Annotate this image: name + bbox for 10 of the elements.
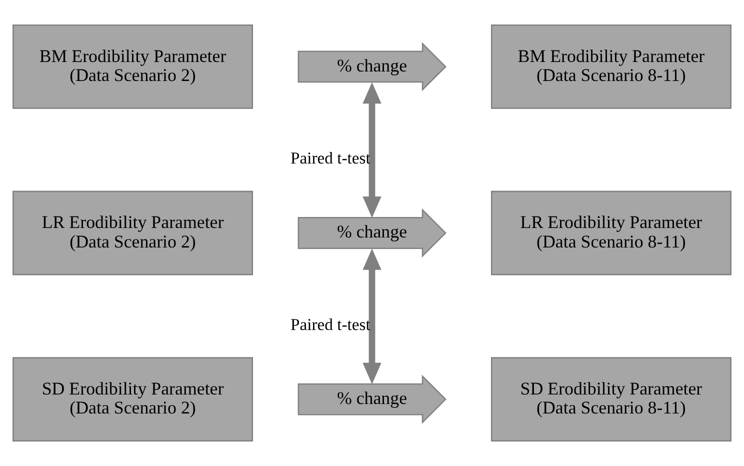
node-box: BM Erodibility Parameter (Data Scenario 8-11) xyxy=(490,24,732,109)
edge-label: Paired t-test xyxy=(290,148,370,168)
arrow xyxy=(362,248,382,384)
node-box: LR Erodibility Parameter (Data Scenario 8-11) xyxy=(490,190,732,276)
node-box: BM Erodibility Parameter (Data Scenario 2) xyxy=(12,24,254,109)
node-box: SD Erodibility Parameter (Data Scenario 8-11) xyxy=(490,357,732,442)
edge-label: Paired t-test xyxy=(290,315,370,334)
node-box: LR Erodibility Parameter (Data Scenario 2) xyxy=(12,190,254,276)
node-box: SD Erodibility Parameter (Data Scenario 2) xyxy=(12,357,254,442)
arrow xyxy=(362,82,382,218)
